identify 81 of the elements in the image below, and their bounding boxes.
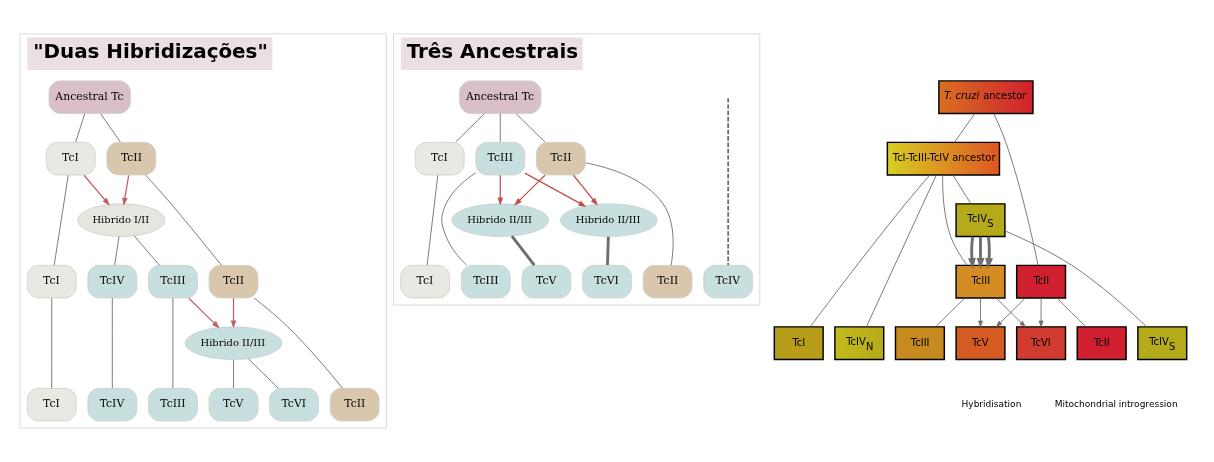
node-box: TcVI	[269, 387, 319, 422]
node-ellipse: Hibrido II/III	[184, 326, 283, 360]
legend-label: Hybridisation	[961, 399, 1022, 410]
arrow	[188, 297, 220, 329]
arrow	[572, 174, 598, 206]
connector	[1004, 230, 1148, 328]
node-box: TcII	[642, 264, 693, 299]
node-box: Ancestral Tc	[459, 80, 542, 114]
connector	[426, 174, 439, 266]
legend-label: Mitochondrial introgression	[1054, 399, 1178, 410]
connector	[53, 174, 69, 266]
node-box: TcII	[1076, 326, 1127, 361]
arrow	[1038, 297, 1044, 327]
node-box: TcVI	[582, 264, 632, 299]
arrow	[976, 236, 985, 270]
connector	[75, 113, 86, 143]
node-box: TcII	[1015, 264, 1067, 299]
node-box: TcIV	[703, 264, 754, 299]
node-box: TcI	[400, 264, 451, 299]
node-box: TcVI	[1015, 326, 1067, 361]
connector	[510, 235, 536, 266]
connector	[455, 113, 485, 143]
connector	[499, 113, 501, 143]
node-box: TcI	[45, 141, 96, 176]
connector	[100, 113, 121, 143]
node-box: TcII	[106, 141, 157, 176]
node-box: TcV	[208, 387, 259, 422]
arrow	[230, 297, 237, 329]
connector	[727, 97, 730, 267]
connector	[606, 236, 610, 265]
arrow	[83, 174, 110, 206]
node-box: TcI	[414, 141, 465, 176]
node-box: TcV	[955, 326, 1006, 361]
connector	[942, 174, 968, 266]
node-ellipse: Hibrido I/II	[77, 203, 166, 237]
node-box: TcII	[208, 264, 259, 299]
node-box: TcI	[26, 387, 77, 422]
connector	[114, 236, 120, 266]
node-box: TcIII	[475, 141, 526, 176]
connector	[233, 359, 234, 389]
connector	[441, 172, 477, 266]
connector	[954, 113, 976, 143]
connector	[935, 297, 966, 327]
arrow	[524, 172, 587, 207]
node-box: TcIII	[955, 264, 1006, 299]
connector	[51, 297, 53, 389]
node-box: TcII	[536, 141, 586, 176]
connector	[133, 235, 161, 266]
node-box: TcIII	[460, 264, 511, 299]
connector	[172, 297, 174, 389]
node-box: TcV	[521, 264, 572, 299]
node-box: TcI-TcIII-TcIV ancestor	[886, 141, 1001, 176]
node-box: TcIII	[894, 326, 946, 361]
node-ellipse: Hibrido II/III	[559, 203, 658, 237]
arrow	[122, 174, 130, 206]
connector	[515, 113, 546, 143]
node-box: TcIII	[148, 387, 198, 422]
node-box: TcI	[773, 326, 824, 361]
arrow	[514, 174, 546, 206]
arrow	[985, 236, 994, 270]
connector	[585, 162, 674, 266]
node-box: T. cruzi ancestor	[938, 80, 1034, 115]
connector	[809, 174, 931, 328]
connector	[111, 297, 113, 389]
connector	[248, 358, 279, 389]
arrow	[978, 297, 983, 327]
node-box: TcI	[26, 264, 77, 299]
arrow	[967, 236, 976, 270]
connector	[993, 113, 1039, 266]
connector	[866, 174, 937, 328]
node-box: Ancestral Tc	[48, 80, 131, 114]
connector	[952, 174, 972, 204]
node-ellipse: Hibrido II/III	[451, 203, 550, 237]
connector	[1056, 297, 1087, 327]
arrow	[497, 174, 504, 206]
node-box: TcIV	[87, 387, 138, 422]
connector	[145, 174, 222, 266]
node-box: TcIV	[87, 264, 138, 299]
node-box: TcII	[329, 387, 380, 422]
connector	[253, 297, 343, 389]
node-box: TcIII	[148, 264, 198, 299]
